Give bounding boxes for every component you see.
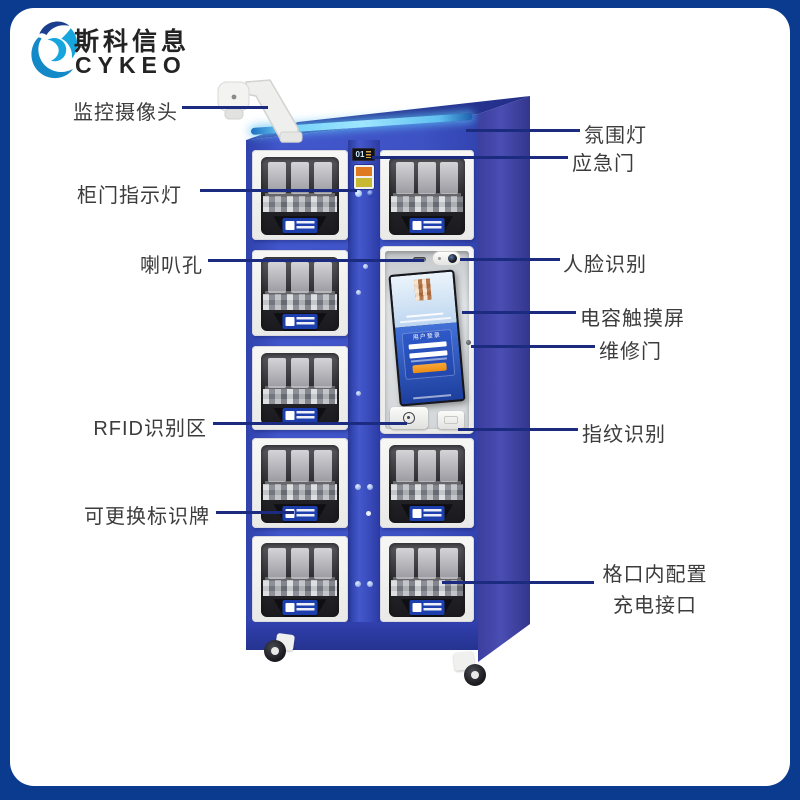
door-indicator-light [355,190,362,197]
locker-door [252,250,348,336]
callout-maintenance-door-label: 维修门 [599,341,662,363]
spine-lock-dot [366,511,371,516]
callout-emergency-door-label: 应急门 [572,153,635,175]
kiosk-panel: 用户登录 [380,246,474,434]
door-indicator-light [367,190,374,197]
maintenance-door-keyhole [466,340,471,345]
callout-touchscreen-label: 电容触摸屏 [580,308,685,330]
callout-emergency-door-line [372,156,568,159]
callout-charging-port-line1: 格口内配置 [602,564,708,586]
locker-window [261,257,339,331]
callout-face-recognition-label: 人脸识别 [563,254,647,276]
locker-label [409,505,445,521]
callout-rfid-zone-line [213,422,407,425]
brand-logo-icon [31,21,78,79]
locker-door [380,536,474,622]
callout-ambient-light-label: 氛围灯 [584,125,647,147]
spine-lock-dot [355,581,361,587]
locker-label [282,407,318,423]
emergency-door-column: 01 [348,140,380,650]
login-card: 用户登录 [401,328,456,381]
login-input [408,341,448,350]
callout-fingerprint-line [458,428,578,431]
surveillance-camera-arm [217,79,303,143]
brand-name-cn: 斯科信息 [74,28,191,56]
locker-window [261,353,339,425]
locker-label [282,599,318,615]
callout-charging-port-line2: 充电接口 [613,595,697,617]
callout-face-recognition-line [460,258,560,261]
callout-replaceable-sign-label: 可更换标识牌 [84,506,210,528]
callout-door-indicator-label: 柜门指示灯 [77,185,182,207]
display-icon [366,151,372,158]
callout-speaker-hole-label: 喇叭孔 [140,255,203,277]
spine-lock-dot [356,290,361,295]
callout-rfid-zone-label: RFID识别区 [93,418,207,440]
camera-lens [231,94,237,100]
locker-door [380,438,474,528]
spine-lock-dot [363,264,368,269]
locker-label [282,217,318,233]
callout-surveillance-camera-line [182,106,268,109]
callout-maintenance-door-line [471,345,595,348]
callout-touchscreen-line [462,311,576,314]
screen-footer-text [413,394,451,400]
locker-window [261,157,339,235]
callout-speaker-hole-line [208,259,424,262]
locker-window [261,543,339,617]
callout-ambient-light-line [466,129,580,132]
callout-surveillance-camera-label: 监控摄像头 [73,102,178,124]
callout-charging-port-label: 格口内配置 充电接口 [595,560,715,622]
callout-door-indicator-line [200,189,357,192]
login-button [412,362,448,374]
spine-lock-dot [367,484,373,490]
spine-lock-dot [355,484,361,490]
locker-label [409,599,445,615]
slot-number-display: 01 [352,148,375,161]
brand-name-en: CYKEO [75,52,187,78]
spine-lock-dot [367,581,373,587]
fingerprint-reader-pad [438,411,464,429]
locker-door [252,346,348,430]
locker-label [282,313,318,329]
locker-window [389,445,465,523]
spine-lock-dot [356,391,361,396]
screen-face-preview [390,271,457,328]
locker-label [409,217,445,233]
callout-charging-port-line [442,581,594,584]
cabinet-side-panel [478,96,530,662]
callout-replaceable-sign-line [216,511,294,514]
detected-face-image [413,278,432,301]
face-recognition-camera [433,252,460,265]
callout-fingerprint-label: 指纹识别 [582,424,666,446]
locker-door [380,150,474,240]
locker-door [252,438,348,528]
color-code-card [354,165,374,189]
locker-window [389,543,465,617]
locker-door [252,536,348,622]
locker-window [389,157,465,235]
locker-door [252,150,348,240]
rfid-reader-pad [390,407,428,429]
capacitive-touchscreen: 用户登录 [388,269,466,407]
